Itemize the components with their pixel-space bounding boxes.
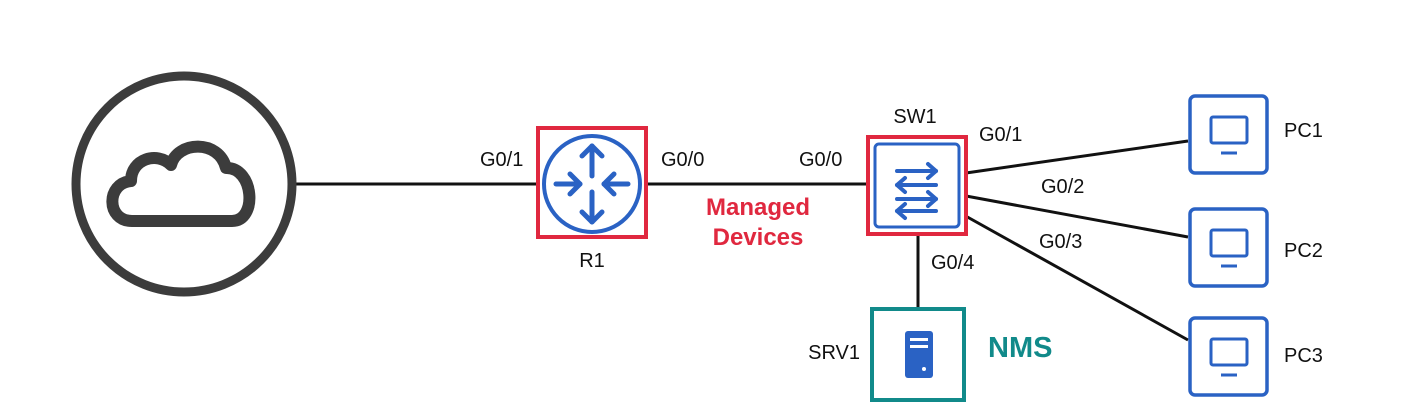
nms-label: NMS bbox=[988, 332, 1052, 364]
switch-label: SW1 bbox=[893, 106, 936, 128]
managed-devices-line2: Devices bbox=[713, 224, 804, 251]
sw1-g03-label: G0/3 bbox=[1039, 231, 1082, 253]
link-sw1-pc2 bbox=[965, 194, 1189, 239]
cloud-icon bbox=[71, 71, 297, 297]
pc2-label: PC2 bbox=[1284, 240, 1323, 262]
link-sw1-pc3 bbox=[961, 212, 1189, 342]
pc3-label: PC3 bbox=[1284, 345, 1323, 367]
router-icon[interactable] bbox=[542, 134, 642, 234]
pc2-monitor-icon[interactable] bbox=[1188, 207, 1269, 288]
router-label: R1 bbox=[579, 250, 605, 272]
r1-g00-label: G0/0 bbox=[661, 149, 704, 171]
pc3-monitor-icon[interactable] bbox=[1188, 316, 1269, 397]
server-icon[interactable] bbox=[870, 307, 966, 402]
server-label: SRV1 bbox=[808, 342, 860, 364]
pc1-label: PC1 bbox=[1284, 120, 1323, 142]
sw1-g04-label: G0/4 bbox=[931, 252, 974, 274]
sw1-g02-label: G0/2 bbox=[1041, 176, 1084, 198]
link-sw1-pc1 bbox=[965, 139, 1189, 175]
sw1-g01-label: G0/1 bbox=[979, 124, 1022, 146]
r1-g01-label: G0/1 bbox=[480, 149, 523, 171]
sw1-g00-label: G0/0 bbox=[799, 149, 842, 171]
pc1-monitor-icon[interactable] bbox=[1188, 94, 1269, 175]
switch-icon[interactable] bbox=[873, 142, 961, 229]
managed-devices-line1: Managed bbox=[706, 194, 810, 221]
